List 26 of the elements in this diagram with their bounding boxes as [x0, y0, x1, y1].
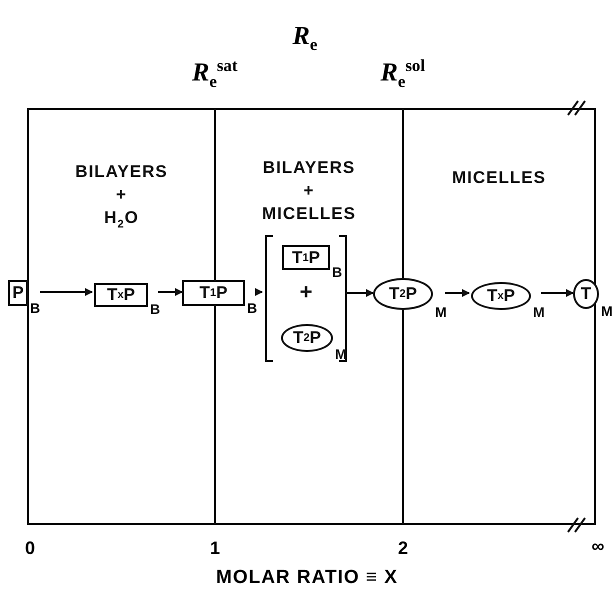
- arrow: [255, 288, 263, 296]
- phase-subscript: B: [30, 300, 40, 316]
- phase-subscript: M: [435, 304, 447, 320]
- phase-label: BILAYERS + H$_{2}$O: [74, 161, 169, 232]
- phase-subscript: B: [150, 301, 160, 317]
- axis-title: MOLAR RATIO ≡ X: [216, 567, 398, 589]
- tick-label: 0: [25, 538, 36, 558]
- phase-label: MICELLES: [451, 167, 547, 189]
- arrow: [541, 289, 574, 297]
- mixture-bracket: [264, 235, 348, 362]
- phase-subscript: M: [533, 304, 545, 320]
- arrow: [40, 288, 93, 296]
- tick-label: ∞: [592, 536, 604, 556]
- tick-label: 1: [210, 538, 220, 558]
- phase-subscript: B: [332, 264, 342, 280]
- phase-subscript: B: [247, 300, 258, 316]
- arrow: [158, 288, 183, 296]
- tick-label: 2: [398, 538, 408, 558]
- arrow: [445, 289, 470, 297]
- arrow: [346, 289, 374, 297]
- complex-ellipse: T: [573, 279, 599, 309]
- heading-symbol: R$_{e}$: [292, 21, 318, 56]
- phase-subscript: M: [601, 303, 613, 319]
- plus-sign: +: [298, 279, 314, 305]
- phase-label: BILAYERS + MICELLES: [261, 157, 357, 225]
- complex-box: P: [8, 280, 28, 306]
